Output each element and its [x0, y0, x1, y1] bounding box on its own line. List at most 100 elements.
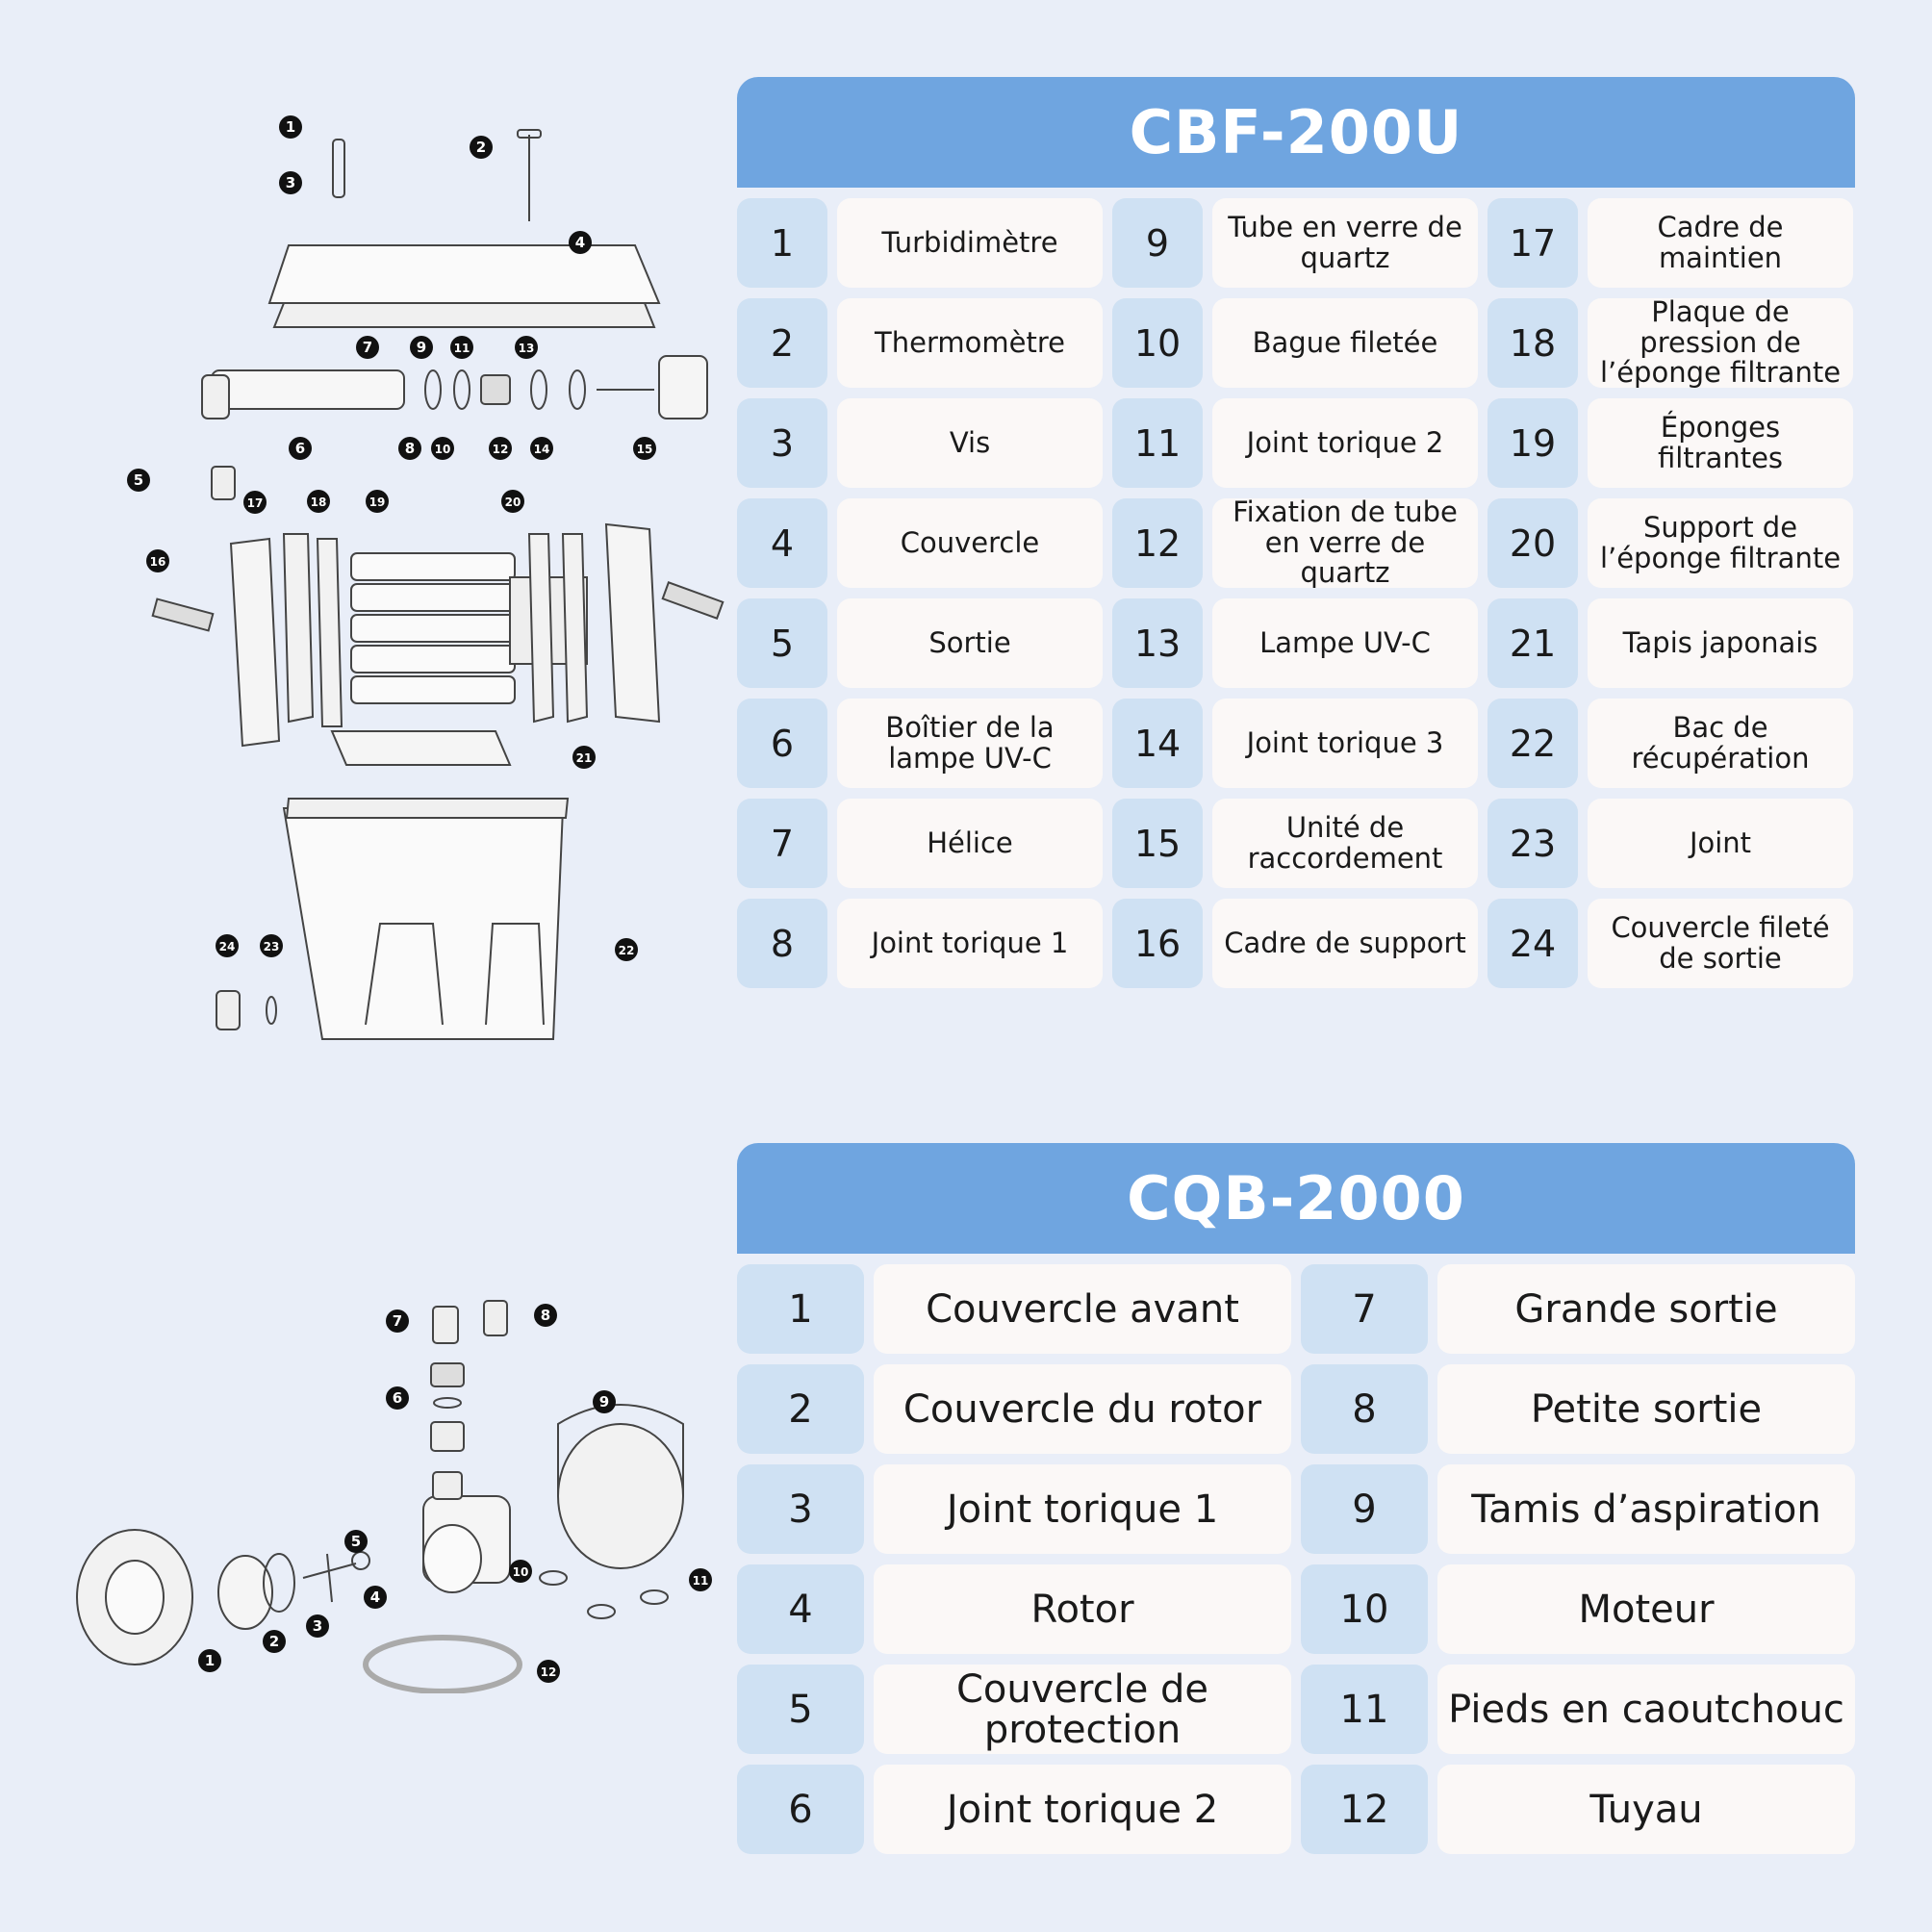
part-number: 19: [1487, 398, 1578, 488]
part-label: Vis: [837, 398, 1103, 488]
part-number: 10: [1301, 1564, 1428, 1654]
part-number: 12: [1112, 498, 1203, 588]
part-label: Boîtier de la lampe UV-C: [837, 699, 1103, 788]
svg-text:12: 12: [541, 1665, 557, 1679]
part-label: Lampe UV-C: [1212, 598, 1478, 688]
part-number: 3: [737, 1464, 864, 1554]
svg-text:12: 12: [493, 443, 509, 456]
svg-text:15: 15: [637, 443, 653, 456]
svg-text:5: 5: [351, 1533, 361, 1550]
hose-shape: [363, 1635, 522, 1693]
part-number: 8: [1301, 1364, 1428, 1454]
part-number: 4: [737, 498, 827, 588]
svg-text:4: 4: [370, 1589, 380, 1606]
uv-housing-shape: [211, 369, 405, 410]
svg-text:24: 24: [219, 940, 236, 953]
svg-text:9: 9: [417, 339, 426, 356]
part-label: Thermomètre: [837, 298, 1103, 388]
part-label: Cadre de support: [1212, 899, 1478, 988]
svg-text:3: 3: [286, 174, 295, 191]
part-label: Bac de récupération: [1588, 699, 1853, 788]
small-outlet-shape: [483, 1300, 508, 1336]
svg-text:13: 13: [519, 342, 535, 355]
svg-text:16: 16: [150, 555, 166, 569]
cbf-title: CBF-200U: [737, 77, 1855, 188]
svg-text:20: 20: [505, 496, 521, 509]
part-number: 15: [1112, 799, 1203, 888]
part-label: Tuyau: [1437, 1765, 1855, 1854]
svg-text:6: 6: [393, 1389, 402, 1407]
part-label: Bague filetée: [1212, 298, 1478, 388]
part-number: 6: [737, 1765, 864, 1854]
part-number: 13: [1112, 598, 1203, 688]
part-label: Joint torique 1: [837, 899, 1103, 988]
part-number: 24: [1487, 899, 1578, 988]
rotor-shape: [302, 1553, 357, 1603]
svg-text:11: 11: [693, 1574, 709, 1588]
part-number: 23: [1487, 799, 1578, 888]
part-number: 9: [1112, 198, 1203, 288]
part-label: Pieds en caoutchouc: [1437, 1665, 1855, 1754]
suction-strainer-shape: [557, 1423, 684, 1569]
part-number: 21: [1487, 598, 1578, 688]
part-label: Joint torique 3: [1212, 699, 1478, 788]
svg-text:2: 2: [476, 139, 486, 156]
cbf-exploded-diagram: 1 2 3 4 5 6 7 8 9 10 11 12 13 14 15 16 1…: [115, 101, 750, 1054]
part-label: Fixation de tube en verre de quartz: [1212, 496, 1478, 588]
outlet-cap-shape: [216, 990, 241, 1030]
cqb-diagram-svg: 1 2 3 4 5 6 7 8 9 10 11 12: [76, 1300, 712, 1693]
support-frame-left: [229, 537, 281, 748]
holding-frame-right: [604, 522, 661, 724]
part-number: 2: [737, 1364, 864, 1454]
part-number: 17: [1487, 198, 1578, 288]
svg-text:21: 21: [576, 751, 593, 765]
support-frame-16: [151, 597, 215, 632]
part-number: 3: [737, 398, 827, 488]
part-number: 2: [737, 298, 827, 388]
part-number: 11: [1301, 1665, 1428, 1754]
part-number: 11: [1112, 398, 1203, 488]
part-number: 12: [1301, 1765, 1428, 1854]
part-number: 5: [737, 1665, 864, 1754]
japanese-mat-shape: [330, 730, 512, 766]
part-label: Rotor: [874, 1564, 1291, 1654]
part-number: 6: [737, 699, 827, 788]
part-number: 14: [1112, 699, 1203, 788]
svg-text:5: 5: [134, 471, 143, 489]
cqb-callouts: 1 2 3 4 5 6 7 8 9 10 11 12: [198, 1304, 712, 1683]
part-label: Couvercle du rotor: [874, 1364, 1291, 1454]
svg-text:6: 6: [295, 440, 305, 457]
cbf-diagram-svg: 1 2 3 4 5 6 7 8 9 10 11 12 13 14 15 16 1…: [127, 115, 724, 1040]
part-number: 7: [737, 799, 827, 888]
lid-shape: [267, 244, 661, 304]
part-label: Joint torique 1: [874, 1464, 1291, 1554]
svg-text:3: 3: [313, 1617, 322, 1635]
part-label: Joint torique 2: [874, 1765, 1291, 1854]
part-label: Turbidimètre: [837, 198, 1103, 288]
part-number: 9: [1301, 1464, 1428, 1554]
cqb-title: CQB-2000: [737, 1143, 1855, 1254]
part-label: Couvercle de protection: [874, 1665, 1291, 1754]
part-number: 10: [1112, 298, 1203, 388]
svg-text:4: 4: [575, 234, 585, 251]
part-number: 1: [737, 198, 827, 288]
rotor-cover-shape: [217, 1555, 273, 1630]
part-label: Grande sortie: [1437, 1264, 1855, 1354]
part-number: 16: [1112, 899, 1203, 988]
part-number: 4: [737, 1564, 864, 1654]
part-label: Unité de raccordement: [1212, 799, 1478, 888]
svg-text:22: 22: [619, 944, 635, 957]
part-label: Tube en verre de quartz: [1212, 198, 1478, 288]
svg-text:8: 8: [405, 440, 415, 457]
part-label: Cadre de maintien: [1588, 198, 1853, 288]
svg-text:10: 10: [435, 443, 451, 456]
part-number: 18: [1487, 298, 1578, 388]
part-label: Petite sortie: [1437, 1364, 1855, 1454]
large-outlet-shape: [432, 1306, 459, 1344]
svg-text:23: 23: [264, 940, 280, 953]
part-label: Éponges filtrantes: [1588, 398, 1853, 488]
part-label: Couvercle avant: [874, 1264, 1291, 1354]
part-label: Joint: [1588, 799, 1853, 888]
svg-text:18: 18: [311, 496, 327, 509]
